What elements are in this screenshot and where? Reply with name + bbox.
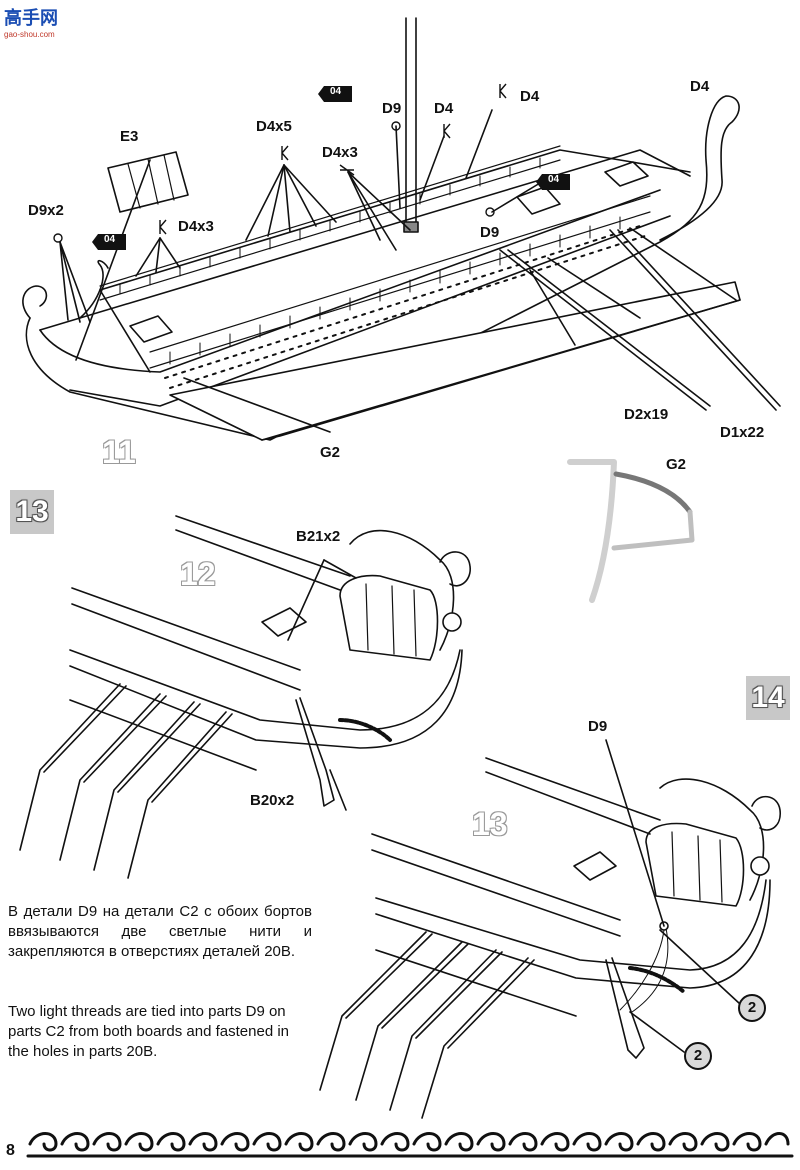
d9-part-icon bbox=[53, 233, 63, 243]
label-g2-detail: G2 bbox=[666, 456, 687, 473]
badge-04-icon bbox=[536, 174, 570, 190]
callout-2: 2 bbox=[738, 994, 766, 1022]
callout-2: 2 bbox=[684, 1042, 712, 1070]
step-14-box: 14 bbox=[746, 676, 790, 720]
ship-main bbox=[22, 17, 781, 441]
label-d9x2: D9x2 bbox=[28, 202, 64, 219]
badge-04-label: 04 bbox=[330, 86, 342, 97]
ship-stern-step14 bbox=[319, 739, 781, 1119]
ghost-step-11: 11 bbox=[102, 434, 136, 470]
d4-part-icon bbox=[339, 164, 355, 176]
label-b21x2: B21x2 bbox=[296, 528, 341, 545]
d4-part-icon bbox=[443, 123, 451, 139]
d9-part-icon bbox=[391, 121, 401, 131]
label-d4x3-left: D4x3 bbox=[178, 218, 214, 235]
label-d9-step14: D9 bbox=[588, 718, 608, 735]
d4-part-icon bbox=[159, 219, 167, 235]
g2-detail bbox=[567, 459, 695, 603]
label-b20x2: B20x2 bbox=[250, 792, 295, 809]
label-d4x3-mid: D4x3 bbox=[322, 144, 358, 161]
label-d4-bow: D4 bbox=[690, 78, 710, 95]
site-logo: 高手网 gao-shou.com bbox=[4, 8, 58, 39]
page-number: 8 bbox=[6, 1142, 15, 1159]
instruction-russian: В детали D9 на детали С2 с обоих бортов … bbox=[8, 903, 312, 960]
label-d4-mid: D4 bbox=[434, 100, 454, 117]
label-d4x5: D4x5 bbox=[256, 118, 292, 135]
part-icons bbox=[53, 83, 507, 243]
label-e3: E3 bbox=[120, 128, 139, 145]
ghost-step-13: 13 bbox=[472, 806, 508, 842]
step-13-box: 13 bbox=[10, 490, 54, 534]
wave-border bbox=[26, 1132, 794, 1158]
badge-04-label: 04 bbox=[104, 234, 116, 245]
instruction-english: Two light threads are tied into parts D9… bbox=[8, 1003, 290, 1060]
d9-part-icon bbox=[485, 207, 495, 217]
label-g2: G2 bbox=[320, 444, 341, 461]
label-d4-top: D4 bbox=[520, 88, 540, 105]
badge-04-label: 04 bbox=[548, 174, 560, 185]
badge-04-icon bbox=[318, 86, 352, 102]
label-d1x22: D1x22 bbox=[720, 424, 765, 441]
label-d2x19: D2x19 bbox=[624, 406, 669, 423]
badge-04-icon bbox=[92, 234, 126, 250]
d4-part-icon bbox=[499, 83, 507, 99]
d4-part-icon bbox=[281, 145, 289, 161]
ship-stern-step13 bbox=[19, 515, 471, 879]
ghost-step-12: 12 bbox=[180, 556, 216, 592]
label-d9-right: D9 bbox=[480, 224, 500, 241]
label-d9-top: D9 bbox=[382, 100, 402, 117]
